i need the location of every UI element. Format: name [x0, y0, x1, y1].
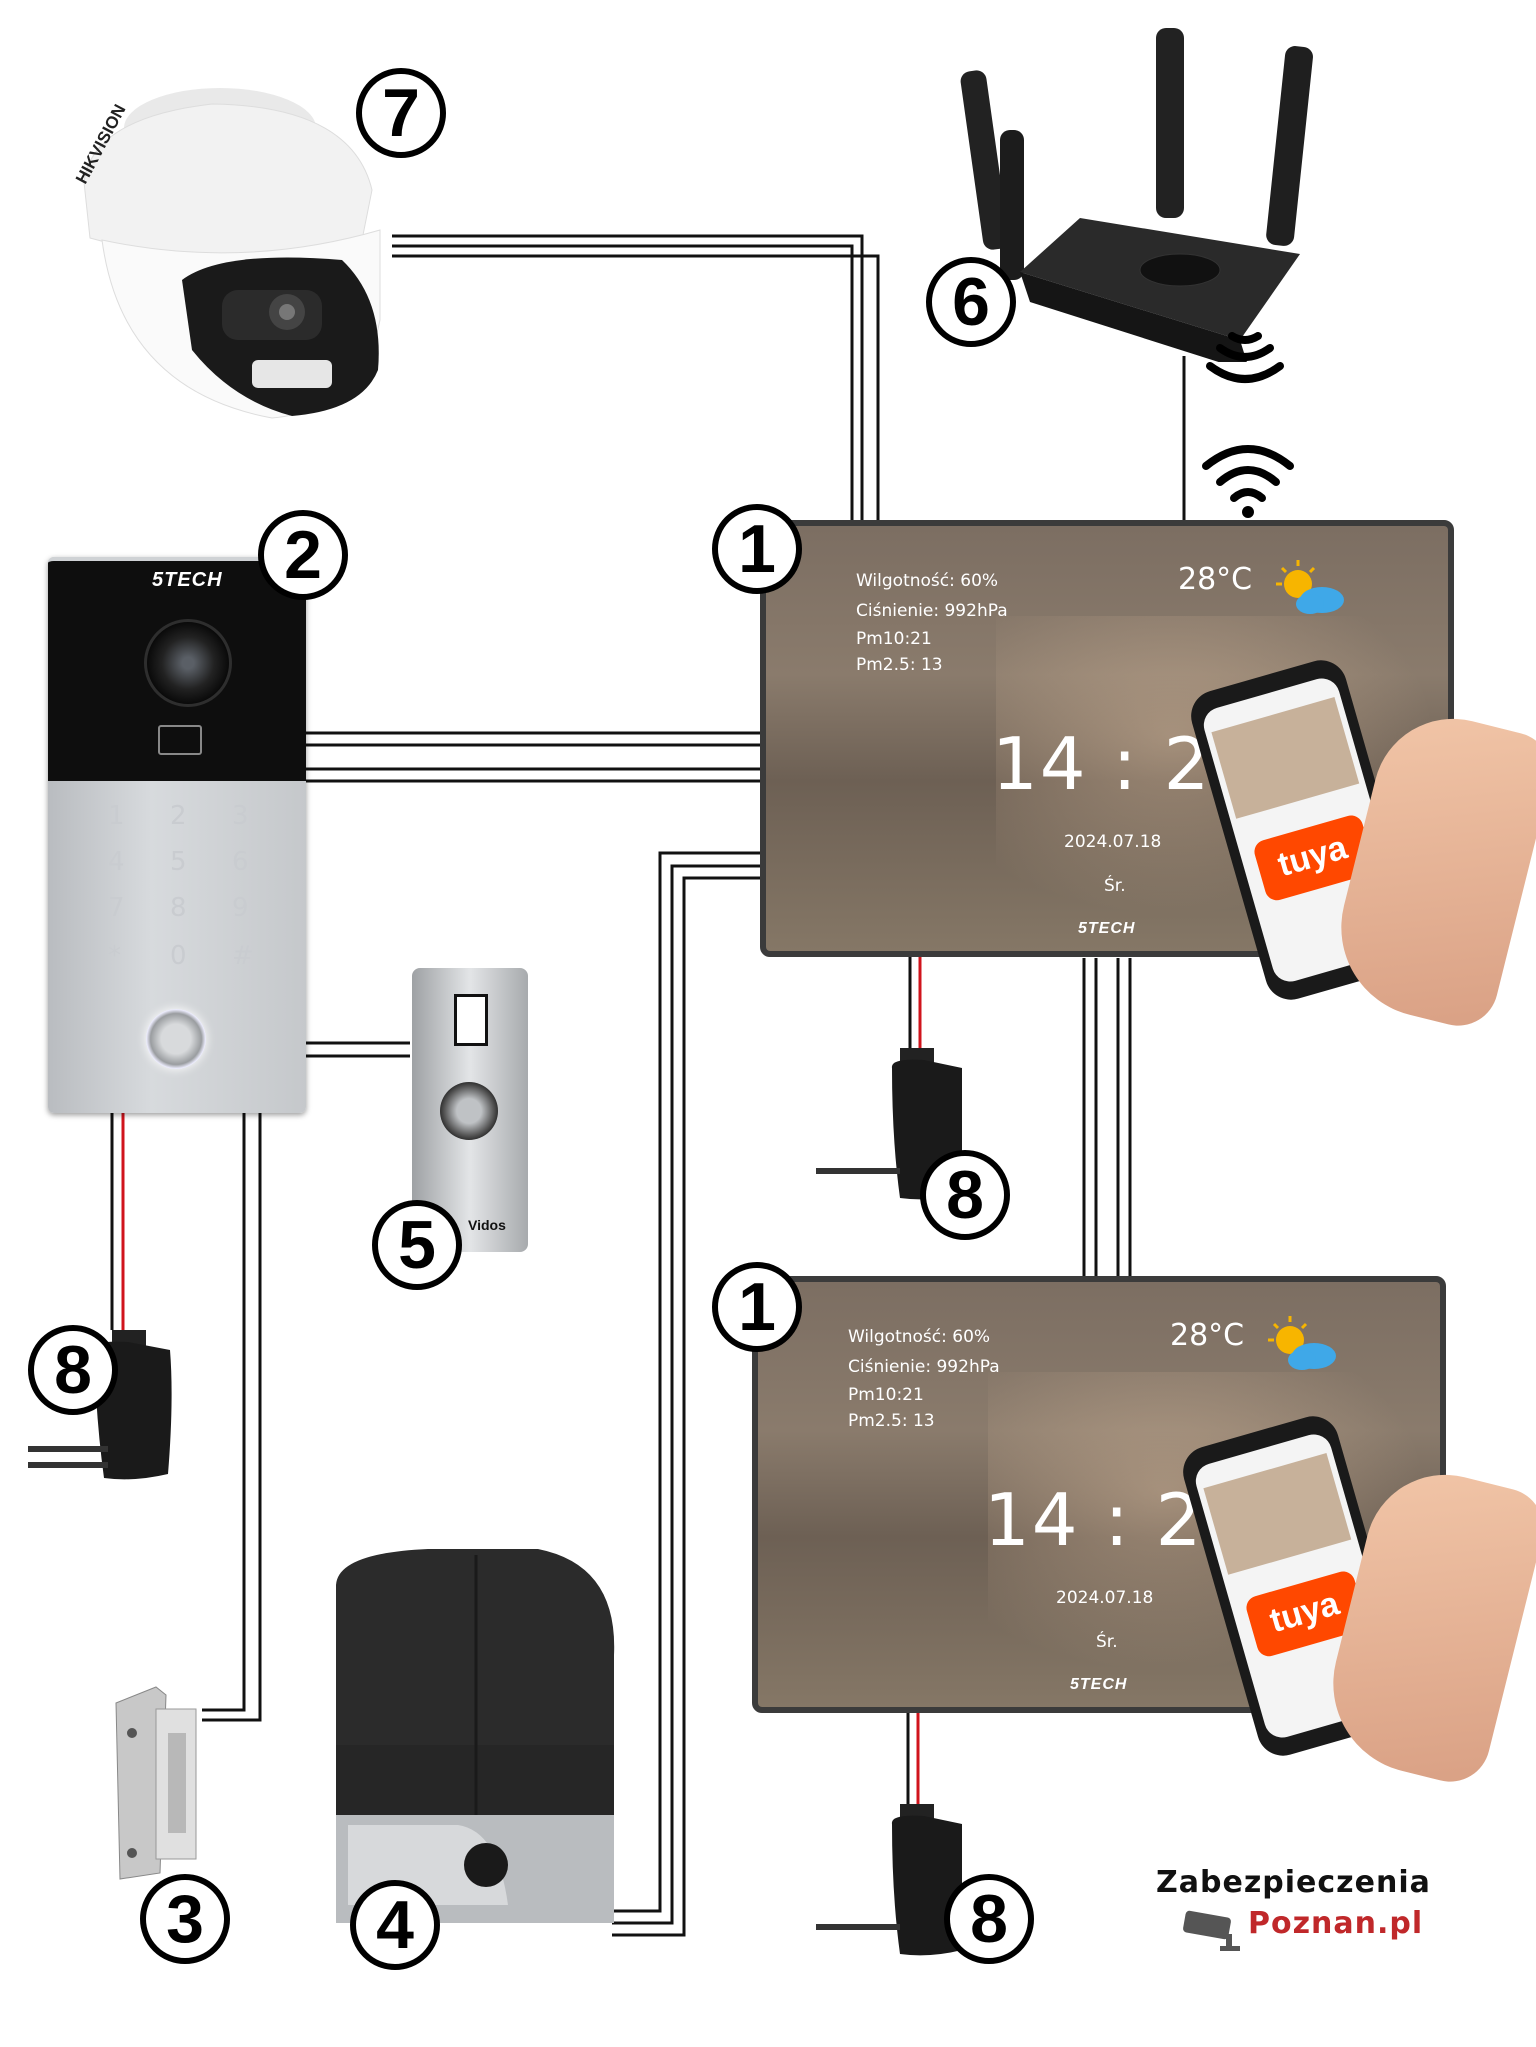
wifi-router	[960, 28, 1313, 362]
monitor-2-pressure: Ciśnienie: 992hPa	[848, 1357, 1000, 1377]
key-7[interactable]: 7	[108, 893, 125, 923]
label-psu-door: 8	[28, 1325, 118, 1415]
key-6[interactable]: 6	[232, 847, 249, 877]
label-router: 6	[926, 257, 1016, 347]
door-station-cable	[306, 731, 760, 783]
key-5[interactable]: 5	[170, 847, 187, 877]
monitor-2-date: 2024.07.18	[1056, 1588, 1154, 1608]
key-8[interactable]: 8	[170, 893, 187, 923]
cctv-camera-icon	[1183, 1910, 1240, 1951]
partly-cloudy-icon	[1276, 560, 1344, 614]
dome-camera	[83, 88, 381, 419]
monitor-2-weekday: Śr.	[1096, 1632, 1118, 1652]
monitor-1-pressure: Ciśnienie: 992hPa	[856, 601, 1008, 621]
label-camera: 7	[356, 68, 446, 158]
door-station: 5TECH 1 2 3 4 5 6 7 8 9 * 0 #	[48, 557, 306, 1113]
label-psu-monitor-2: 8	[944, 1874, 1034, 1964]
key-9[interactable]: 9	[232, 893, 249, 923]
key-hash[interactable]: #	[232, 941, 254, 971]
monitor-1-pm10: Pm10:21	[856, 629, 932, 649]
monitor-1-brand: 5TECH	[1078, 920, 1136, 937]
strike-cable	[202, 1112, 262, 1722]
monitor-1-pm25: Pm2.5: 13	[856, 655, 943, 675]
psu-door-wire	[110, 1112, 125, 1330]
door-station-brand: 5TECH	[152, 569, 223, 591]
logo-line-1: Zabezpieczenia	[1156, 1865, 1431, 1900]
label-monitor-1: 1	[712, 504, 802, 594]
label-psu-monitor-1: 8	[920, 1150, 1010, 1240]
label-monitor-2: 1	[712, 1262, 802, 1352]
smartphone-2-video	[1203, 1453, 1352, 1575]
monitor-2-brand: 5TECH	[1070, 1676, 1128, 1693]
partly-cloudy-icon	[1268, 1316, 1336, 1370]
exit-button-cable	[306, 1041, 410, 1058]
monitor-2-humidity: Wilgotność: 60%	[848, 1327, 991, 1347]
monitor-2-temperature: 28°C	[1170, 1318, 1245, 1353]
electric-strike	[115, 1686, 197, 1880]
key-2[interactable]: 2	[170, 801, 187, 831]
key-3[interactable]: 3	[232, 801, 249, 831]
label-electric-strike: 3	[140, 1874, 230, 1964]
label-door-station: 2	[258, 510, 348, 600]
monitor-2-pm10: Pm10:21	[848, 1385, 924, 1405]
exit-button-push[interactable]	[440, 1082, 498, 1140]
door-icon	[454, 994, 488, 1046]
monitor-1-temperature: 28°C	[1178, 562, 1253, 597]
gate-cable	[612, 851, 760, 1937]
monitor-2-pm25: Pm2.5: 13	[848, 1411, 935, 1431]
label-exit-button: 5	[372, 1200, 462, 1290]
monitor-link-cable	[1082, 958, 1132, 1285]
camera-cable	[392, 234, 880, 524]
label-gate-motor: 4	[350, 1880, 440, 1970]
gate-motor	[336, 1549, 615, 1923]
monitor-1-weekday: Śr.	[1104, 876, 1126, 896]
key-4[interactable]: 4	[108, 847, 125, 877]
key-0[interactable]: 0	[170, 941, 187, 971]
psu-monitor-1-wire	[908, 956, 922, 1052]
psu-monitor-2-wire	[906, 1712, 920, 1808]
power-supply-monitor-2	[816, 1804, 962, 1956]
key-star[interactable]: *	[108, 941, 121, 971]
call-button[interactable]	[146, 1009, 206, 1069]
monitor-1-date: 2024.07.18	[1064, 832, 1162, 852]
logo-line-2: Poznan.pl	[1248, 1906, 1424, 1941]
key-1[interactable]: 1	[108, 801, 125, 831]
signal-waves-icon	[1206, 332, 1284, 383]
keypad: 1 2 3 4 5 6 7 8 9 * 0 #	[48, 777, 306, 1007]
wifi-icon	[1202, 445, 1294, 518]
smartphone-1-video	[1211, 697, 1360, 819]
exit-button-brand: Vidos	[468, 1217, 506, 1233]
door-station-camera	[144, 619, 232, 707]
rfid-reader-icon	[158, 725, 202, 755]
monitor-1-humidity: Wilgotność: 60%	[856, 571, 999, 591]
